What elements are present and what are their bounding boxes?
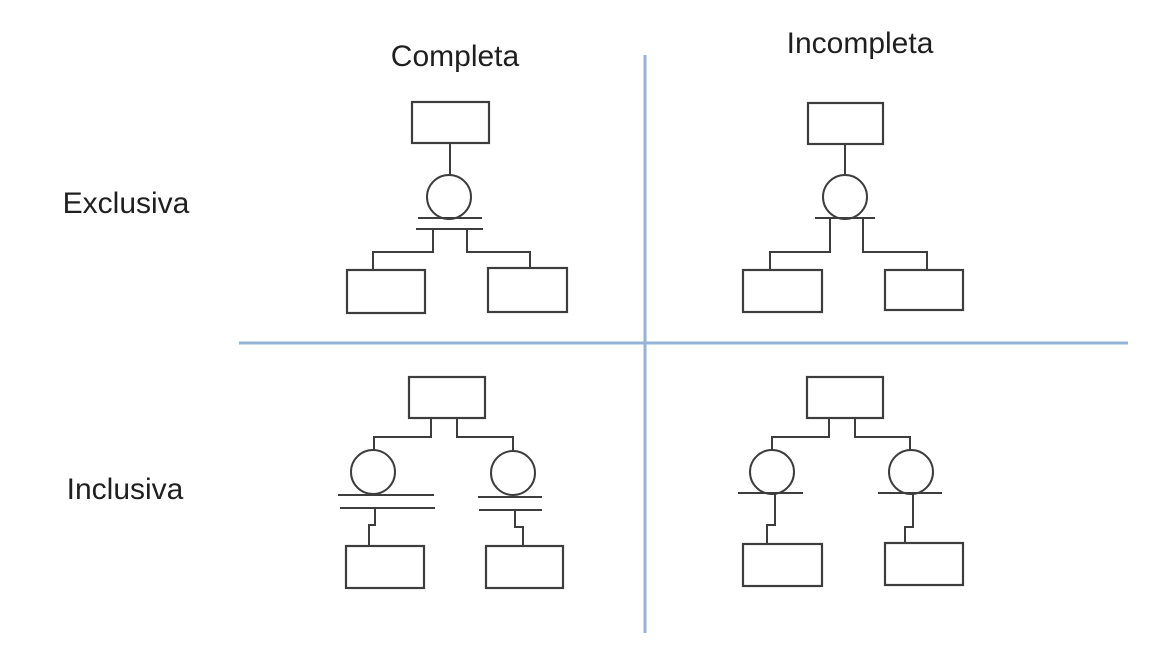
elbow-connector (854, 418, 911, 450)
quadrant-exclusiva-incompleta (741, 101, 965, 314)
superclass-rect (410, 100, 491, 145)
category-circle (426, 174, 472, 220)
elbow-connector (769, 218, 831, 270)
superclass-rect (805, 375, 885, 420)
row-header-exclusiva: Exclusiva (62, 187, 190, 220)
elbow-connector (368, 508, 376, 546)
subclass-rect (741, 268, 824, 314)
subclass-rect (344, 544, 426, 590)
elbow-connector (771, 418, 830, 450)
elbow-connector (466, 229, 531, 268)
column-header-incompleta: Incompleta (786, 27, 934, 60)
diagrams (338, 100, 965, 590)
elbow-connector (373, 418, 432, 450)
elbow-connector (372, 229, 434, 270)
subclass-rect (883, 268, 965, 312)
elbow-connector (456, 418, 514, 451)
elbow-connector (904, 493, 914, 544)
quadrant-exclusiva-completa (345, 100, 569, 315)
subclass-rect (883, 541, 965, 587)
superclass-rect (806, 101, 885, 146)
elbow-connector (766, 493, 776, 544)
category-circle (888, 449, 934, 495)
row-header-inclusiva: Inclusiva (66, 473, 184, 506)
subclass-rect (484, 544, 565, 590)
category-circle (822, 174, 868, 220)
quadrant-inclusiva-incompleta (738, 375, 965, 588)
divider-lines (239, 55, 1128, 633)
quadrant-inclusiva-completa (338, 375, 565, 590)
subclass-rect (741, 542, 824, 588)
superclass-rect (407, 375, 487, 420)
category-circle (350, 449, 396, 495)
category-circle (490, 450, 536, 496)
category-circle (749, 449, 795, 495)
subclass-rect (486, 266, 569, 314)
elbow-connector (862, 218, 928, 270)
column-header-completa: Completa (390, 40, 520, 73)
subclass-rect (345, 268, 427, 315)
elbow-connector (514, 510, 524, 546)
